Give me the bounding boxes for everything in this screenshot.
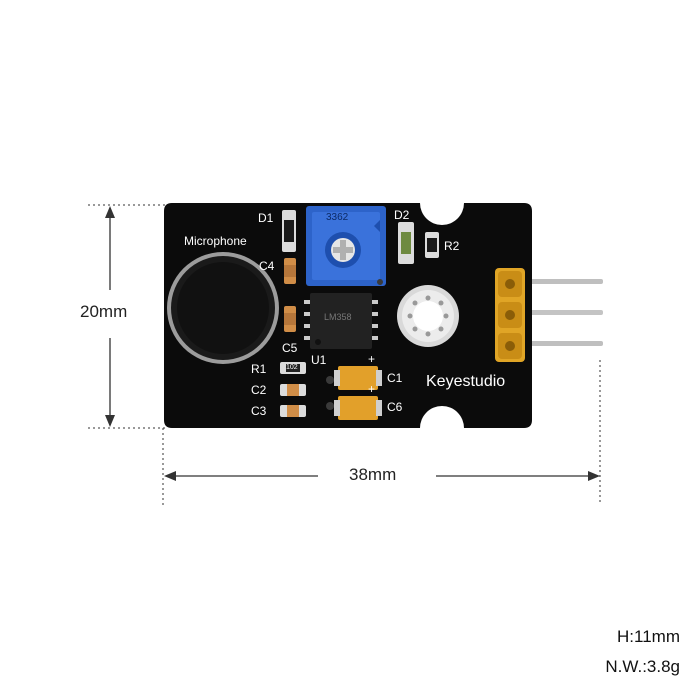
silk-r2: R2 bbox=[444, 239, 460, 253]
silk-d2: D2 bbox=[394, 208, 410, 222]
led-d2 bbox=[398, 222, 414, 264]
silk-c3: C3 bbox=[251, 404, 267, 418]
potentiometer bbox=[306, 206, 386, 286]
silk-microphone: Microphone bbox=[184, 234, 247, 248]
silk-c6: C6 bbox=[387, 400, 403, 414]
silk-c1: C1 bbox=[387, 371, 403, 385]
silk-u1: U1 bbox=[311, 353, 327, 367]
mounting-hole bbox=[397, 285, 459, 347]
silk-c4: C4 bbox=[259, 259, 275, 273]
silk-c2: C2 bbox=[251, 383, 267, 397]
header-pins bbox=[495, 268, 525, 362]
width-dimension-label: 38mm bbox=[349, 465, 397, 484]
thickness-spec: H:11mm bbox=[617, 627, 680, 646]
net-weight-spec: N.W.:3.8g bbox=[605, 657, 680, 676]
resistor-r1-marking: 102 bbox=[286, 364, 298, 371]
silk-d1: D1 bbox=[258, 211, 274, 225]
silk-plus-1: + bbox=[368, 352, 376, 366]
silk-c5: C5 bbox=[282, 341, 298, 355]
potentiometer-marking: 3362 bbox=[326, 212, 349, 223]
height-dimension-label: 20mm bbox=[80, 302, 128, 321]
tantalum-capacitor-c1 bbox=[334, 366, 382, 390]
header-pin-wires bbox=[515, 279, 603, 346]
op-amp-ic bbox=[304, 293, 378, 349]
silk-plus-2: + bbox=[368, 382, 376, 396]
silk-r1: R1 bbox=[251, 362, 267, 376]
led-d1 bbox=[282, 210, 296, 252]
electret-microphone bbox=[167, 252, 279, 364]
silk-brand: Keyestudio bbox=[426, 373, 506, 390]
tantalum-capacitor-c6 bbox=[334, 396, 382, 420]
ic-marking: LM358 bbox=[324, 312, 352, 322]
